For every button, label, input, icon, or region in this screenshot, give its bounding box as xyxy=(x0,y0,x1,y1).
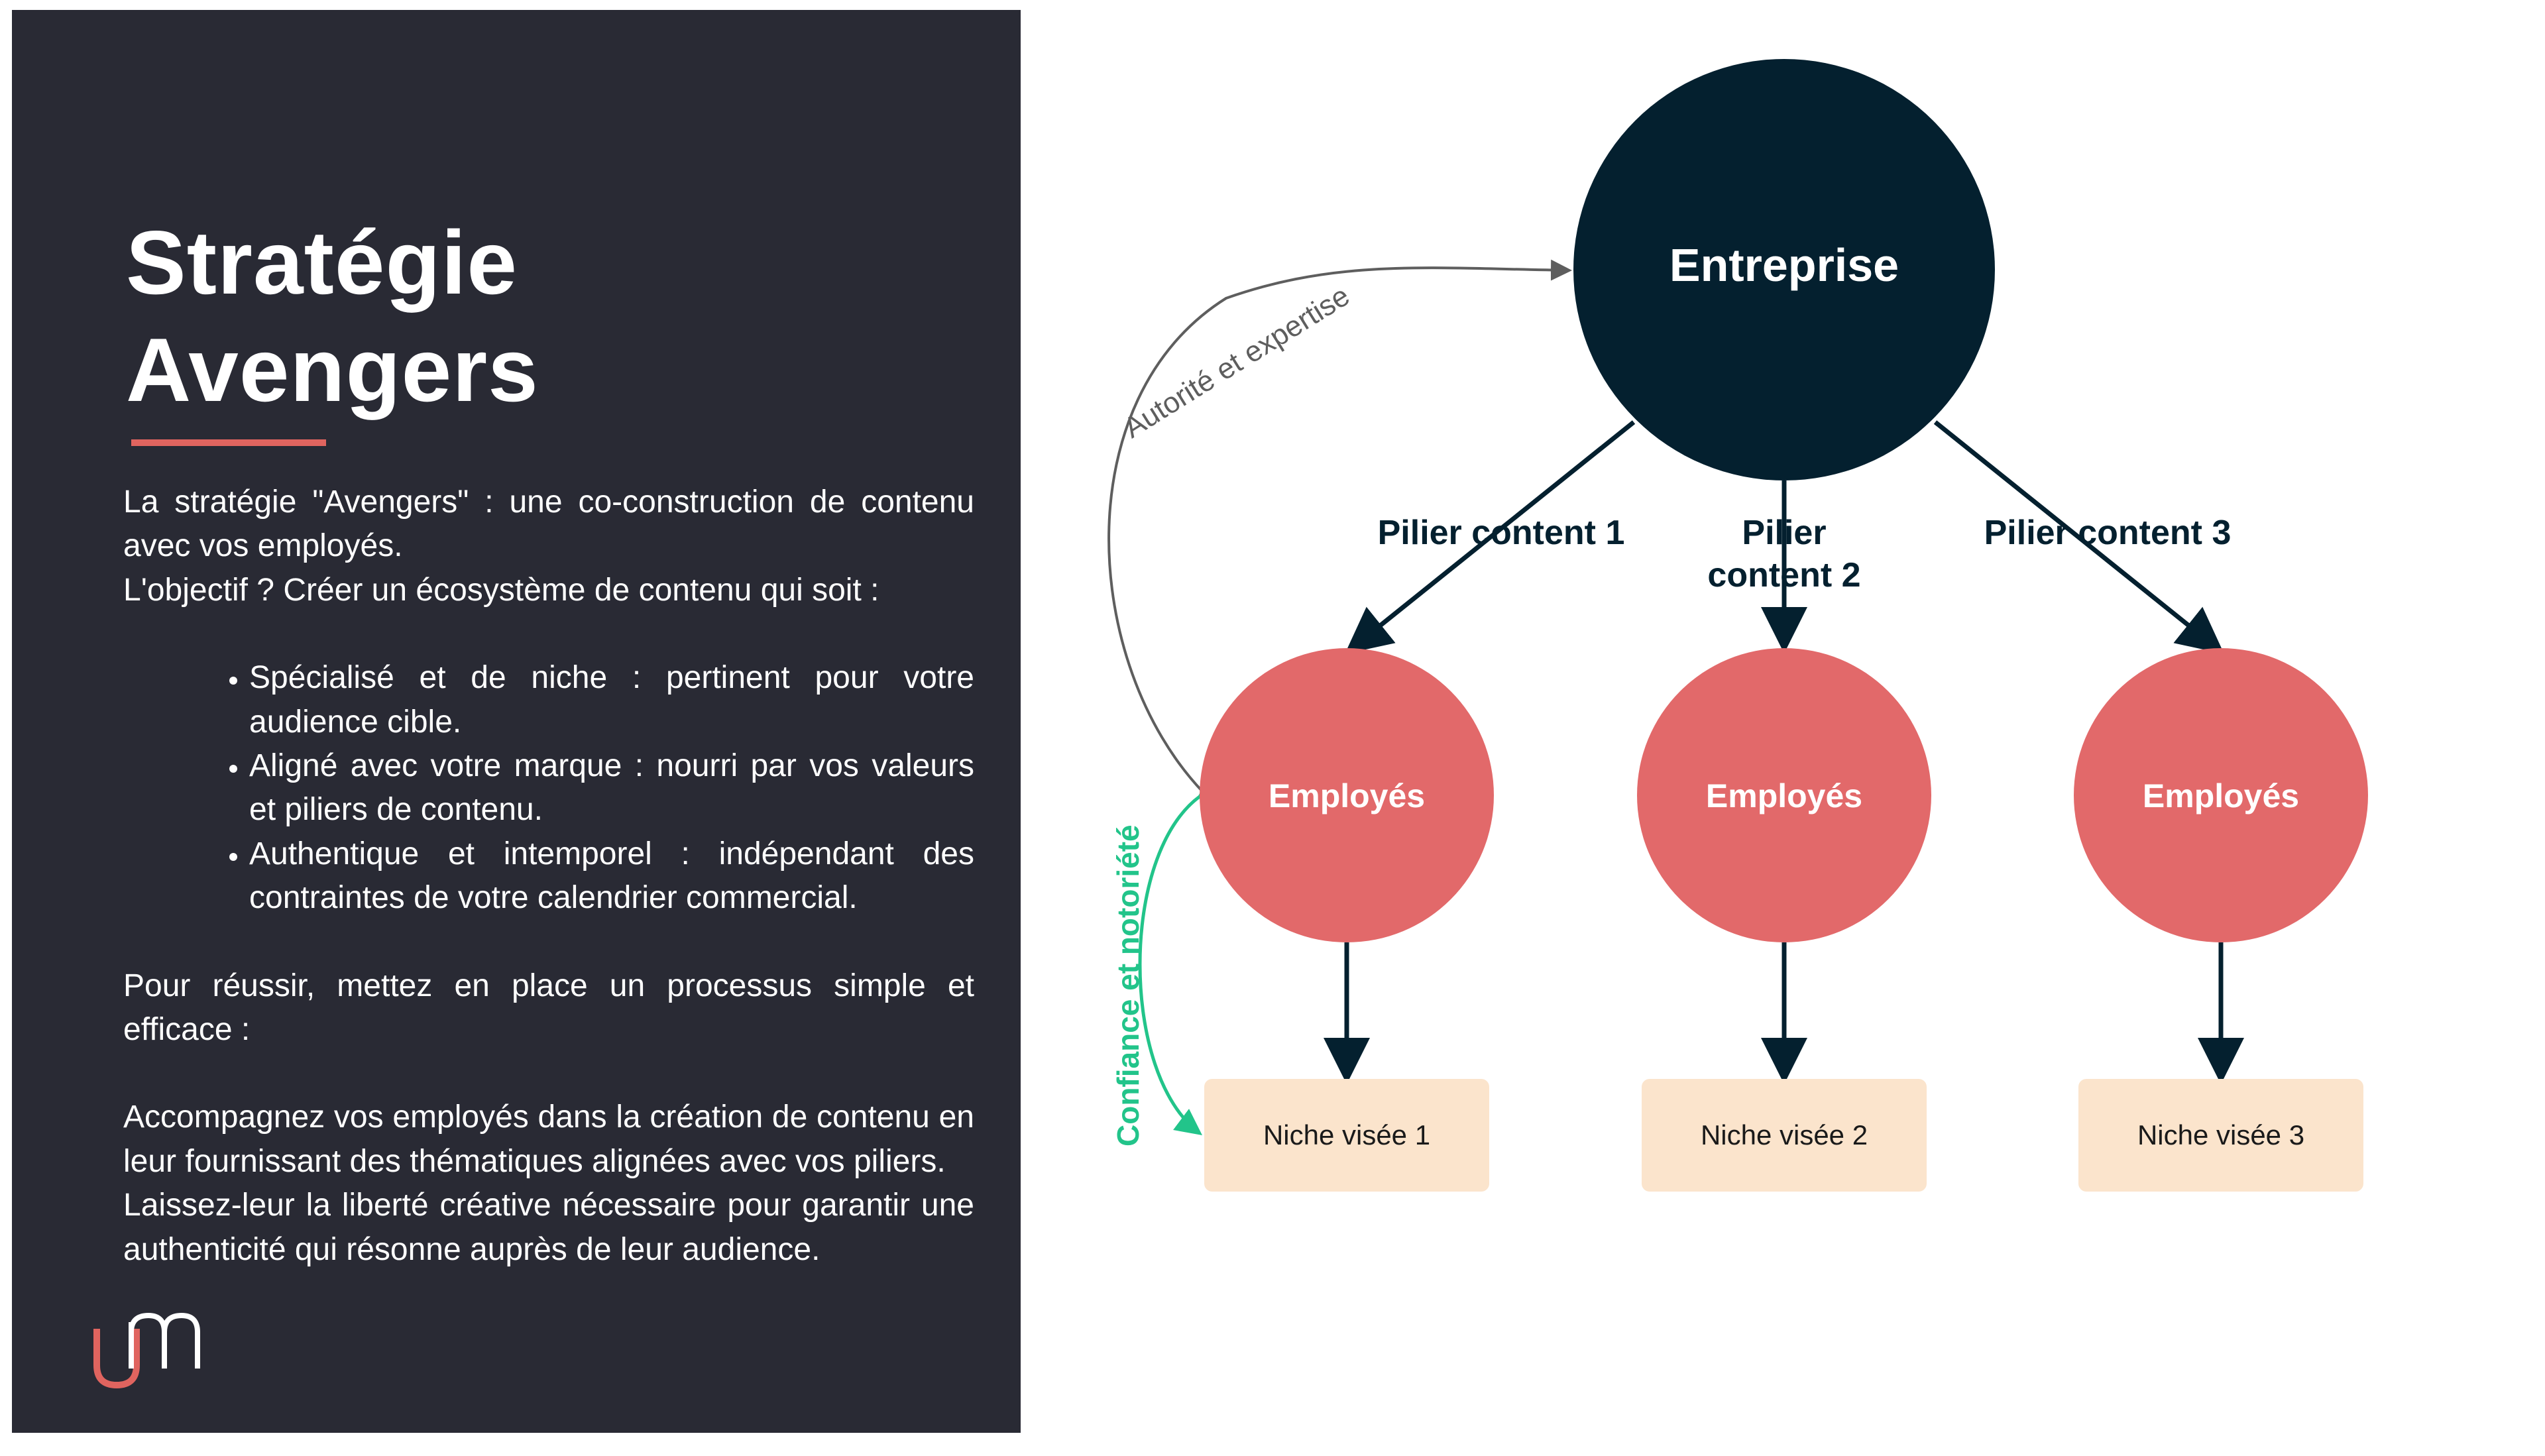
niche-box-1: Niche visée 1 xyxy=(1204,1079,1489,1192)
employee-label-1: Employés xyxy=(1268,777,1426,814)
authority-arrow xyxy=(1107,259,1572,793)
trust-arrow xyxy=(1138,772,1227,1136)
bullet-item: Aligné avec votre marque : nourri par vo… xyxy=(249,744,974,832)
employee-node-3 xyxy=(2074,648,2368,942)
niche-box-2: Niche visée 2 xyxy=(1642,1079,1927,1192)
employee-label-2: Employés xyxy=(1705,777,1863,814)
diagram: Entreprise Employés Employés Employés Pi… xyxy=(1021,0,2545,1456)
panel-title: Stratégie Avengers xyxy=(126,209,921,423)
intro-paragraph-2: L'objectif ? Créer un écosystème de cont… xyxy=(123,572,879,608)
brand-logo-icon xyxy=(93,1312,200,1389)
support-paragraph-1: Accompagnez vos employés dans la créatio… xyxy=(123,1099,974,1179)
bullet-list: Spécialisé et de niche : pertinent pour … xyxy=(123,656,974,920)
bullet-item: Authentique et intemporel : indépendant … xyxy=(249,832,974,921)
title-line-2: Avengers xyxy=(126,319,539,420)
pillar-label-2-line-1: Pilier xyxy=(1742,514,1827,552)
niche-box-3: Niche visée 3 xyxy=(2078,1079,2363,1192)
employee-node-1 xyxy=(1200,648,1494,942)
success-paragraph: Pour réussir, mettez en place un process… xyxy=(123,968,974,1048)
pillar-label-1: Pilier content 1 xyxy=(1377,514,1625,552)
employee-node-2 xyxy=(1637,648,1931,942)
pillar-label-2-line-2: content 2 xyxy=(1707,556,1861,594)
trust-arrow-label: Confiance et notoriété xyxy=(1111,824,1145,1147)
employee-label-3: Employés xyxy=(2142,777,2300,814)
pillar-label-3: Pilier content 3 xyxy=(1984,514,2232,552)
panel-body: La stratégie "Avengers" : une co-constru… xyxy=(123,480,974,1272)
support-paragraph-2: Laissez-leur la liberté créative nécessa… xyxy=(123,1188,974,1267)
title-line-1: Stratégie xyxy=(126,212,518,313)
pillar-arrow-1 xyxy=(1345,420,1636,654)
text-panel: Stratégie Avengers La stratégie "Avenger… xyxy=(12,10,1021,1433)
company-label: Entreprise xyxy=(1669,239,1899,291)
pillar-arrow-3 xyxy=(1933,420,2224,654)
diagram-graphics xyxy=(1107,59,2368,1136)
pillar-label-2: Pilier content 2 xyxy=(1685,512,1884,596)
bullet-item: Spécialisé et de niche : pertinent pour … xyxy=(249,656,974,744)
intro-paragraph-1: La stratégie "Avengers" : une co-constru… xyxy=(123,484,974,564)
company-node xyxy=(1573,59,1995,480)
title-underline xyxy=(131,439,326,446)
